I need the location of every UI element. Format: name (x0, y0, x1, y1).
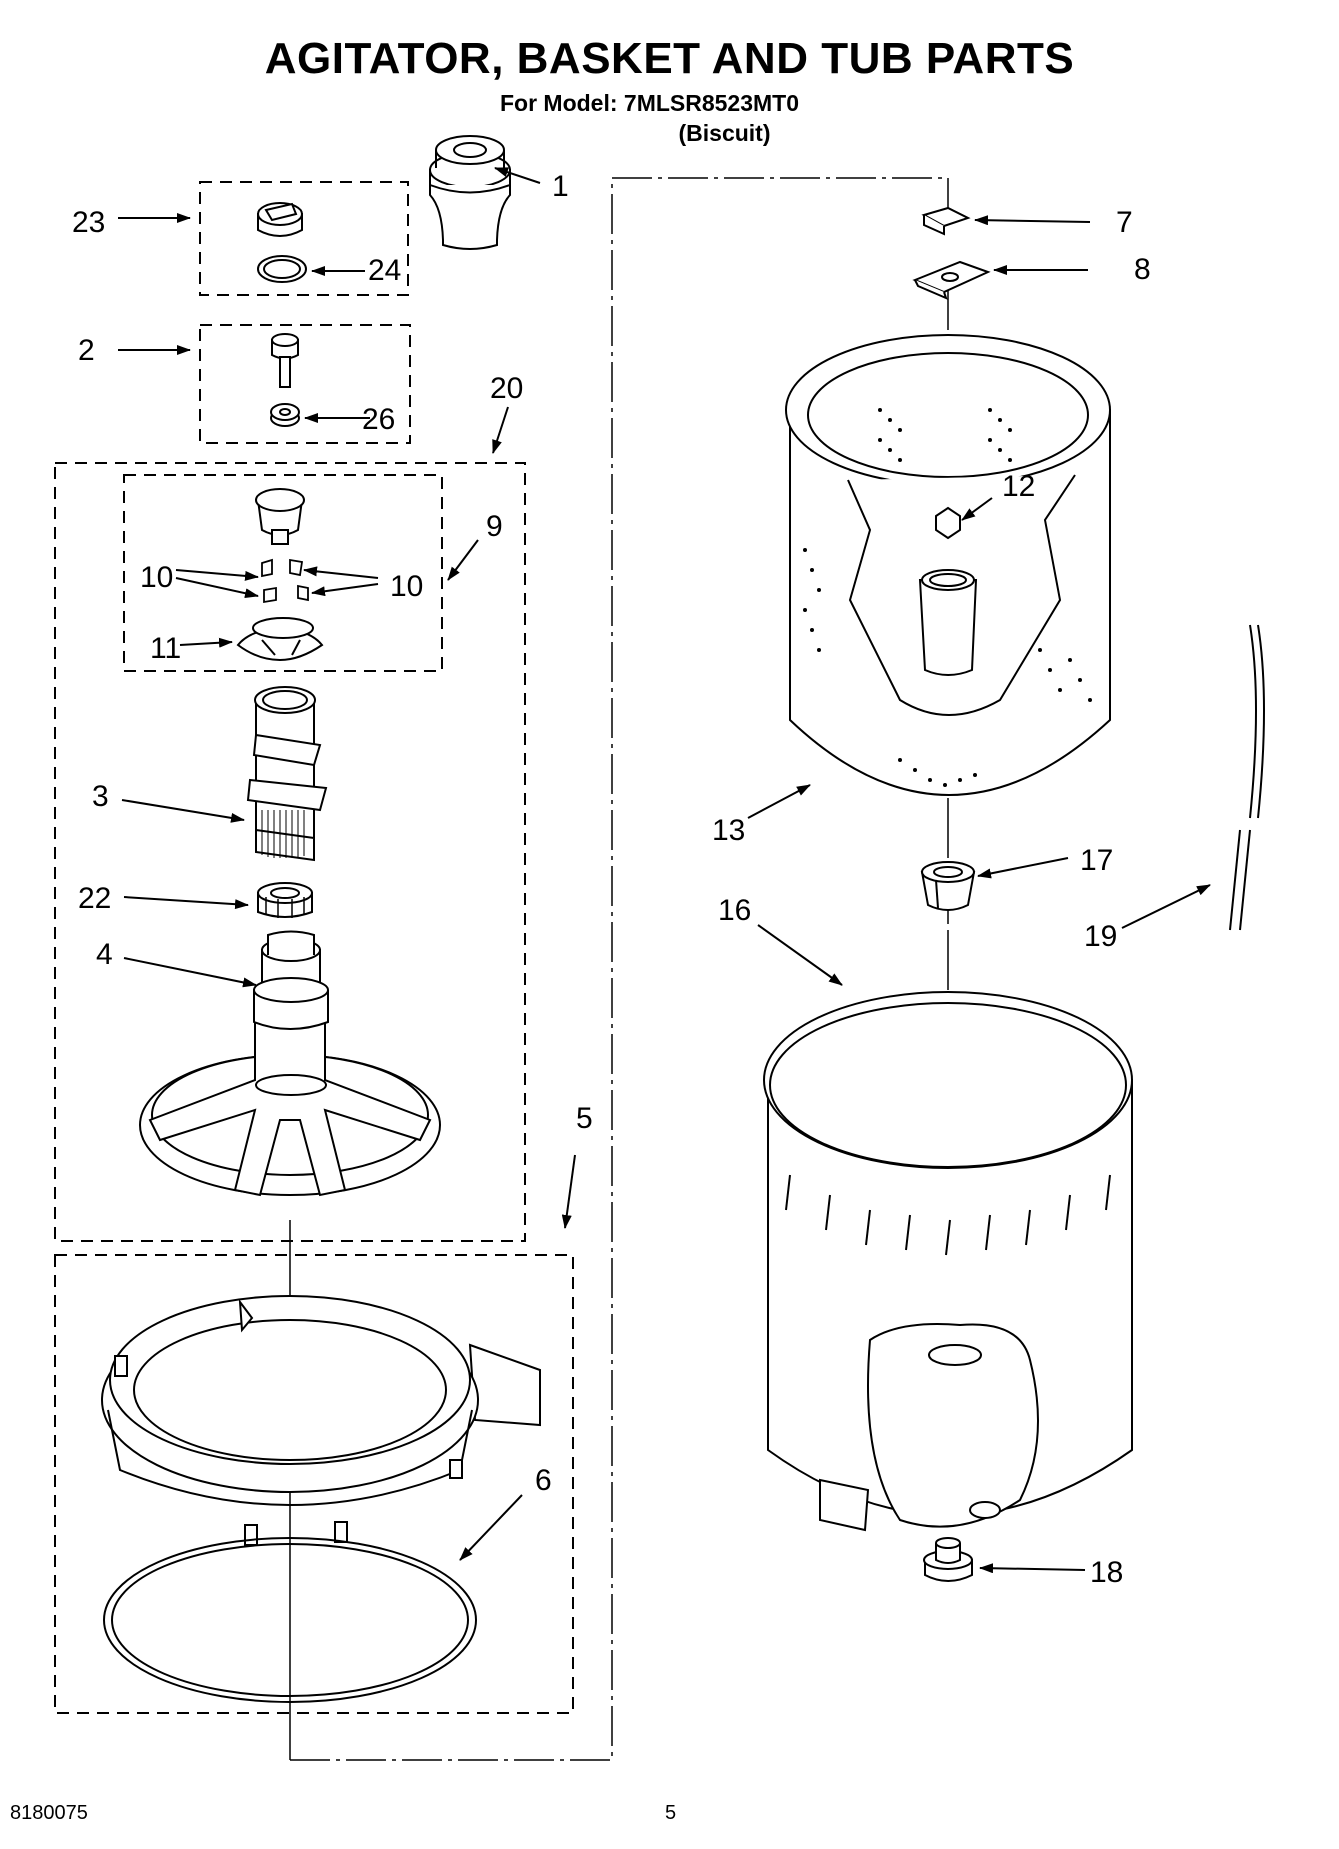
callout-10-left: 10 (140, 561, 173, 594)
washer-part (270, 403, 300, 427)
callout-11: 11 (150, 632, 181, 665)
agitator-cap-part (429, 135, 511, 250)
leader-4 (123, 957, 257, 988)
page-number: 5 (665, 1802, 677, 1824)
leader-7 (974, 215, 1091, 226)
diagram-title: AGITATOR, BASKET AND TUB PARTS (264, 34, 1075, 83)
auger-part (246, 686, 328, 862)
leader-1 (494, 167, 541, 184)
leader-13 (747, 784, 811, 819)
leader-11 (179, 637, 233, 648)
callout-12: 12 (1002, 470, 1035, 503)
group-box-2 (199, 324, 411, 444)
leader-18 (979, 1563, 1086, 1574)
bolt-part (271, 333, 299, 388)
group-box-23 (199, 181, 409, 296)
agitator-base-part (139, 930, 441, 1197)
bearing-part (257, 882, 313, 918)
model-line: For Model: 7MLSR8523MT0 (499, 90, 800, 116)
callout-4: 4 (96, 938, 113, 971)
callout-22: 22 (78, 882, 111, 915)
dog-retainer-part (236, 617, 324, 662)
callout-20: 20 (490, 372, 523, 405)
outer-tub-part (763, 991, 1133, 1532)
group-box-9 (123, 474, 443, 672)
hub-part (920, 861, 976, 911)
agitator-cam-part (255, 488, 305, 545)
leader-12 (961, 497, 993, 521)
tub-ring-part (101, 1295, 541, 1546)
color-line: (Biscuit) (678, 120, 771, 146)
leader-16 (757, 924, 843, 986)
callout-16: 16 (718, 894, 751, 927)
callout-7: 7 (1116, 206, 1133, 239)
callout-2: 2 (78, 334, 95, 367)
basket-perforations (803, 408, 1092, 787)
document-number: 8180075 (10, 1802, 88, 1824)
callout-18: 18 (1090, 1556, 1123, 1589)
seal-ring-part (257, 255, 307, 283)
callout-6: 6 (535, 1464, 552, 1497)
leader-10a-2 (175, 577, 259, 599)
group-box-5 (54, 1254, 574, 1714)
callout-17: 17 (1080, 844, 1113, 877)
callout-26: 26 (362, 403, 395, 436)
callout-9: 9 (486, 510, 503, 543)
callout-24: 24 (368, 254, 401, 287)
leader-5 (561, 1154, 576, 1229)
clip-part (921, 206, 971, 236)
leader-22 (123, 896, 249, 910)
callout-8: 8 (1134, 253, 1151, 286)
leader-17 (977, 857, 1069, 879)
leader-3 (121, 799, 245, 823)
callout-10-right: 10 (390, 570, 423, 603)
callout-5: 5 (576, 1102, 593, 1135)
leader-10b-1 (303, 566, 379, 579)
leader-10a-1 (175, 569, 259, 581)
callout-13: 13 (712, 814, 745, 847)
tub-seal-part (103, 1537, 477, 1703)
leader-10b-2 (311, 583, 379, 597)
leader-19 (1121, 884, 1211, 929)
leader-6 (459, 1494, 523, 1561)
bracket-part (912, 260, 991, 300)
connector-line (290, 177, 949, 1761)
basket-part (785, 334, 1111, 796)
callout-23: 23 (72, 206, 105, 239)
hose-part (1229, 624, 1265, 931)
leader-20 (492, 406, 509, 454)
cap-part (257, 202, 303, 237)
agitator-dogs-part (261, 558, 309, 604)
leader-9 (447, 539, 479, 581)
callout-1: 1 (552, 170, 569, 203)
callout-19: 19 (1084, 920, 1117, 953)
callout-3: 3 (92, 780, 109, 813)
nut-part (923, 1537, 973, 1582)
